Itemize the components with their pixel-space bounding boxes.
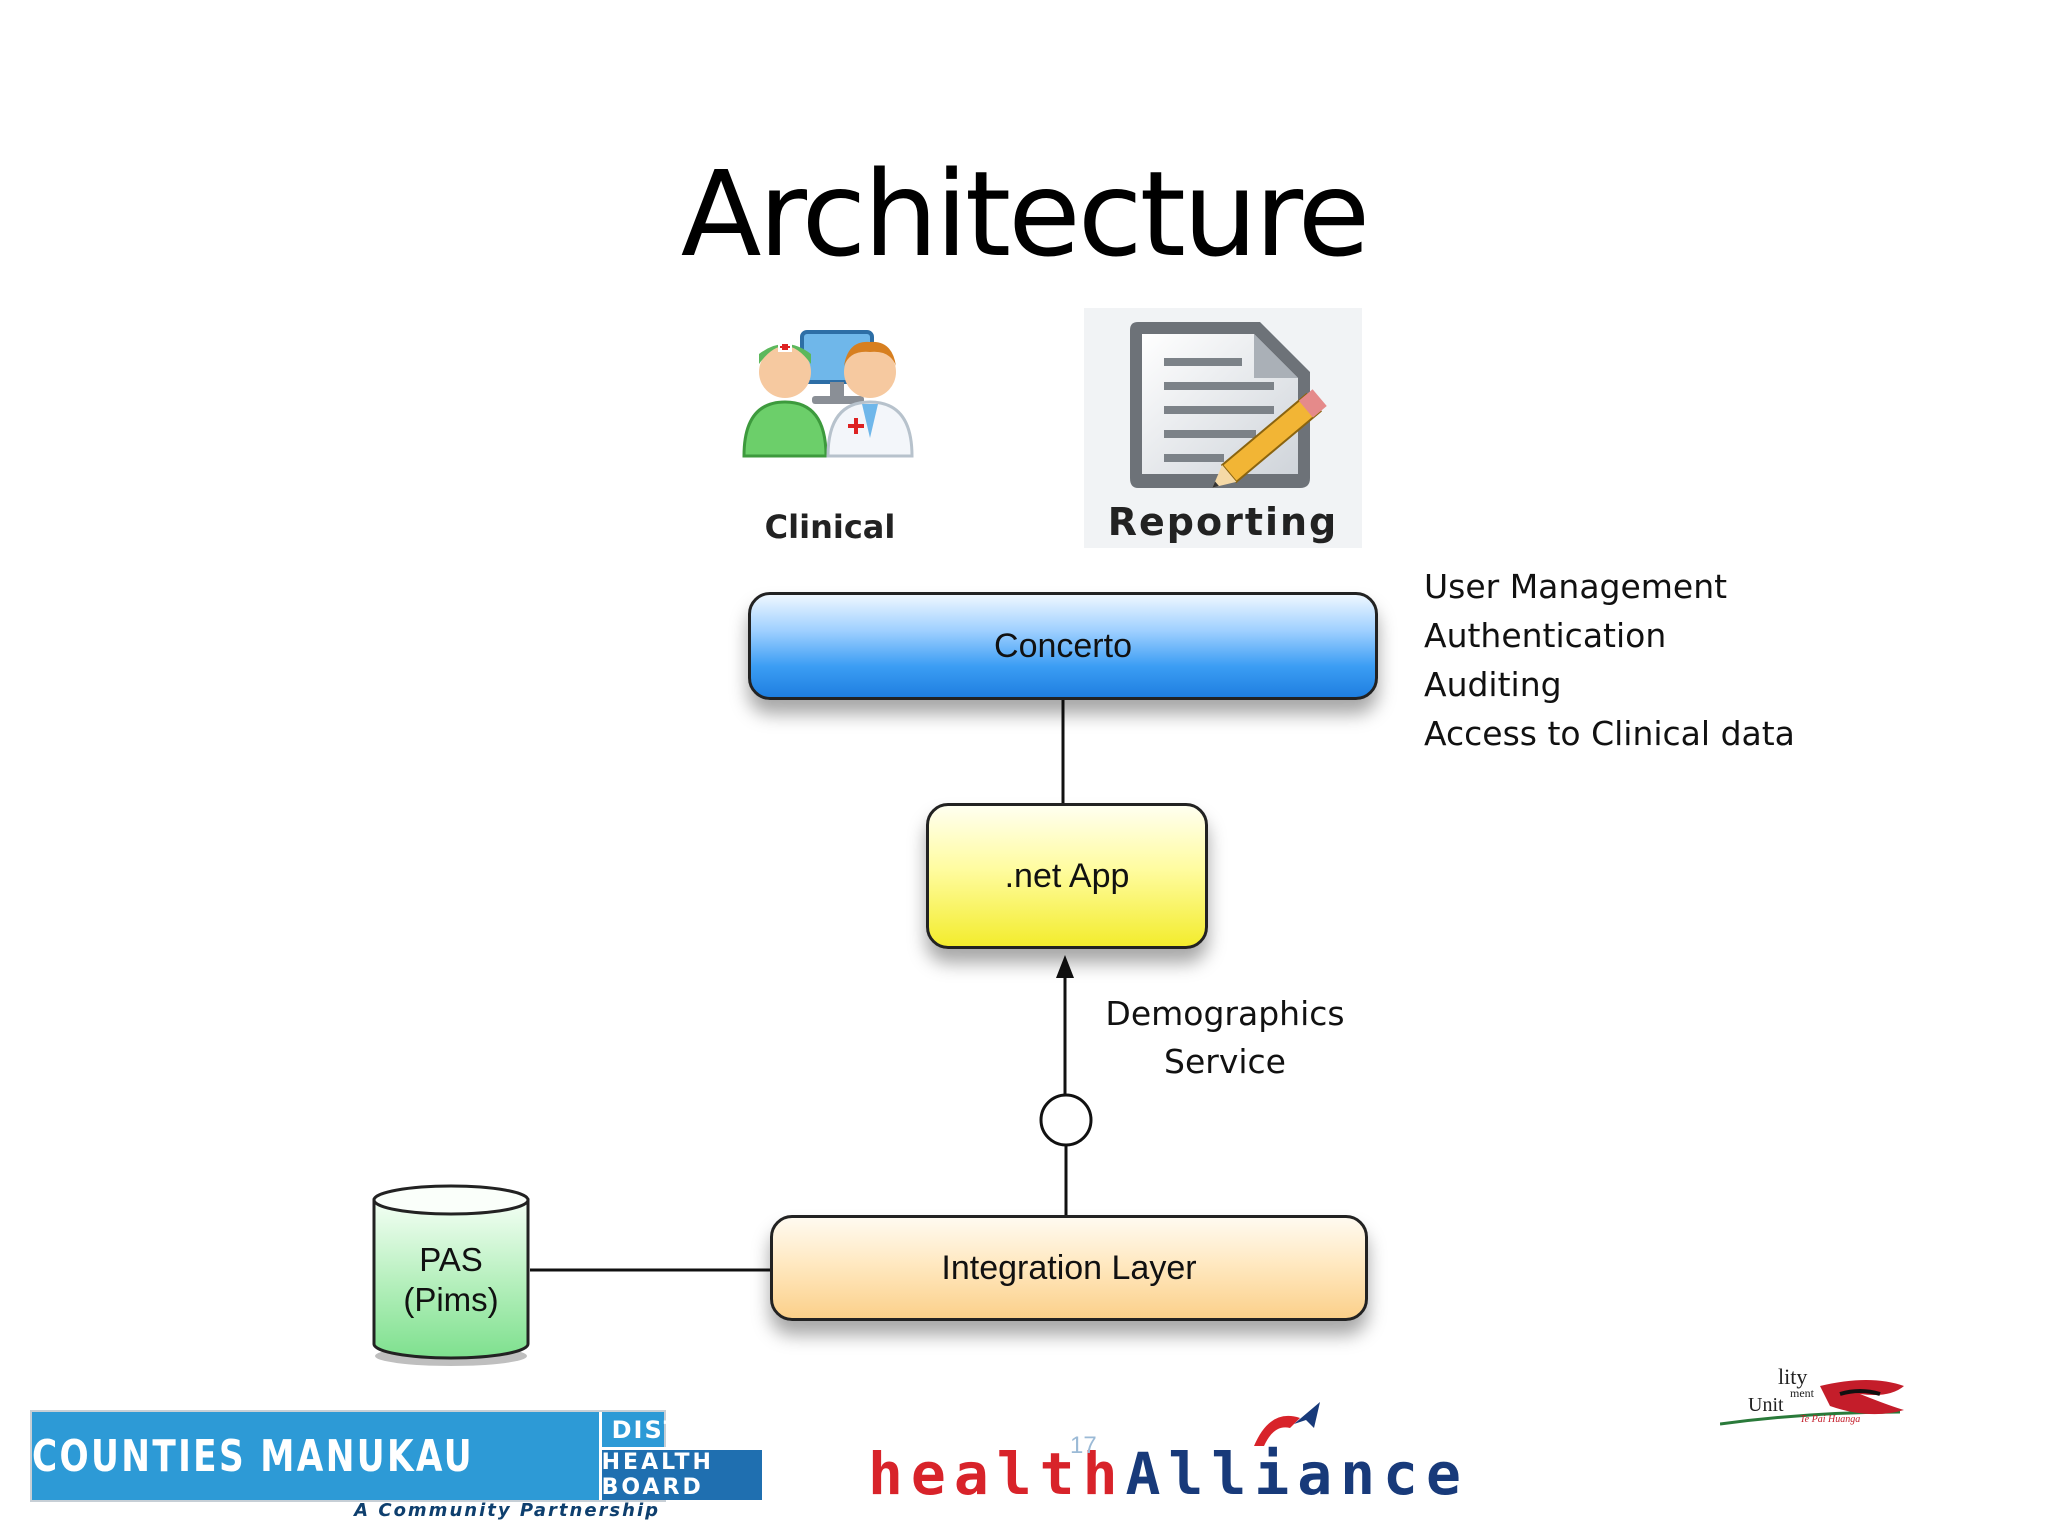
report-document-icon (1130, 322, 1327, 488)
counties-manukau-logo: COUNTIES MANUKAU DISTRICT HEALTH BOARD (30, 1410, 762, 1502)
quality-unit-logo-icon (1720, 1380, 1904, 1426)
integration-layer-box: Integration Layer (770, 1215, 1368, 1321)
cm-logo-right: DISTRICT HEALTH BOARD (598, 1412, 762, 1500)
clinicians-icon (742, 330, 914, 458)
clinical-label: Clinical (764, 508, 896, 546)
cm-logo-district: DISTRICT (611, 1415, 752, 1444)
concerto-box: Concerto (748, 592, 1378, 700)
demographics-service-label: Demographics Service (1090, 990, 1360, 1086)
cm-logo-tagline: A Community Partnership (354, 1500, 660, 1521)
demographics-service-port (1039, 1093, 1093, 1147)
integration-layer-label: Integration Layer (941, 1248, 1197, 1287)
ha-logo-alliance: Alliance (1125, 1440, 1469, 1508)
ha-logo-health: health (868, 1440, 1126, 1508)
service-arrowhead (1056, 955, 1074, 978)
net-app-label: .net App (1004, 856, 1130, 895)
reporting-label: Reporting (1107, 500, 1339, 544)
concerto-label: Concerto (994, 626, 1132, 665)
note-clinical-access: Access to Clinical data (1424, 714, 1795, 753)
slide-title: Architecture (680, 145, 1370, 283)
quality-unit-text-3: Unit (1748, 1394, 1784, 1416)
page-number: 17 (1070, 1432, 1097, 1459)
service-label-line1: Demographics (1105, 994, 1345, 1033)
concerto-notes: User Management Authentication Auditing … (1424, 562, 1795, 758)
cm-logo-health-board: HEALTH BOARD (601, 1447, 762, 1500)
net-app-box: .net App (926, 803, 1208, 949)
note-user-management: User Management (1424, 567, 1728, 606)
health-alliance-logo: healthAlliance (868, 1440, 1469, 1508)
pas-label-line2: (Pims) (403, 1281, 499, 1318)
health-alliance-swoosh-icon (1254, 1402, 1320, 1446)
pas-database-cylinder (372, 1184, 530, 1366)
quality-unit-text-1: lity (1778, 1364, 1808, 1389)
quality-unit-text-4: Te Pai Huanga (1800, 1414, 1861, 1425)
pas-label: PAS (Pims) (368, 1240, 534, 1320)
pas-label-line1: PAS (419, 1241, 483, 1278)
quality-unit-text-2: ment (1790, 1386, 1814, 1400)
service-label-line2: Service (1164, 1042, 1286, 1081)
note-auditing: Auditing (1424, 665, 1562, 704)
cm-logo-main: COUNTIES MANUKAU (32, 1430, 474, 1482)
note-authentication: Authentication (1424, 616, 1667, 655)
